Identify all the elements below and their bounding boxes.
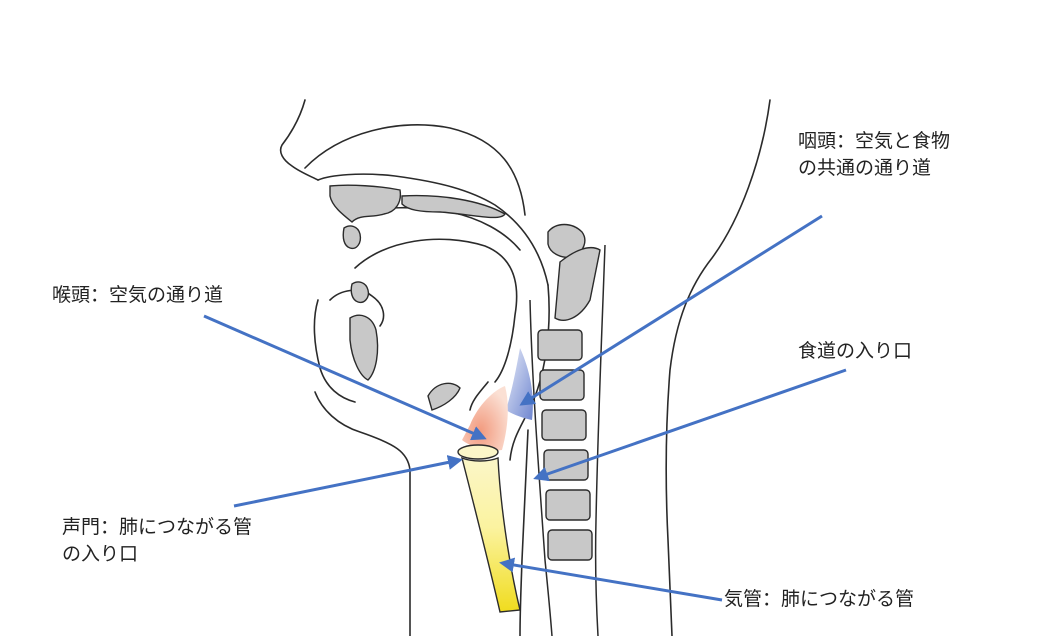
label-trachea-text: 気管：肺につながる管 (724, 586, 914, 613)
esophagus-wall (520, 430, 528, 636)
label-glottis-line-2: の入り口 (62, 541, 252, 568)
vertebra-5 (542, 410, 586, 440)
larynx-region (462, 386, 508, 451)
forehead-nose-line (281, 100, 318, 180)
label-larynx-text: 喉頭：空気の通り道 (52, 282, 223, 309)
label-glottis: 声門：肺につながる管 の入り口 (62, 514, 252, 568)
chin-line (314, 300, 355, 402)
teeth-and-bone (330, 185, 505, 410)
label-esophagus: 食道の入り口 (798, 338, 912, 365)
vertebra-6 (544, 450, 588, 480)
vertebra-8 (548, 530, 592, 560)
back-of-neck (666, 100, 770, 636)
vertebra-7 (546, 490, 590, 520)
label-trachea: 気管：肺につながる管 (724, 586, 914, 613)
arrow-larynx (204, 316, 484, 438)
label-glottis-line-1: 声門：肺につながる管 (62, 514, 252, 541)
cervical-spine (538, 225, 600, 561)
label-pharynx: 咽頭：空気と食物 の共通の通り道 (798, 128, 950, 182)
hard-palate (402, 196, 505, 218)
trachea-tube (462, 458, 520, 612)
label-pharynx-line-1: 咽頭：空気と食物 (798, 128, 950, 155)
label-pharynx-line-2: の共通の通り道 (798, 155, 950, 182)
axis-vertebra (555, 248, 600, 321)
pharynx-region (506, 348, 533, 420)
tongue-curve (355, 239, 517, 382)
lower-tooth-crown (351, 282, 368, 302)
lower-tooth (350, 315, 378, 380)
upper-tooth-root (343, 226, 360, 248)
arrow-glottis (234, 460, 460, 506)
glottis-opening (458, 445, 498, 459)
hyoid-bone (428, 383, 460, 410)
throat-front (315, 392, 410, 636)
vertebra-3 (538, 330, 582, 360)
arrow-trachea (502, 563, 722, 600)
upper-teeth (330, 185, 400, 222)
label-esophagus-text: 食道の入り口 (798, 338, 912, 365)
label-larynx: 喉頭：空気の通り道 (52, 282, 223, 309)
vertebra-4 (540, 370, 584, 400)
